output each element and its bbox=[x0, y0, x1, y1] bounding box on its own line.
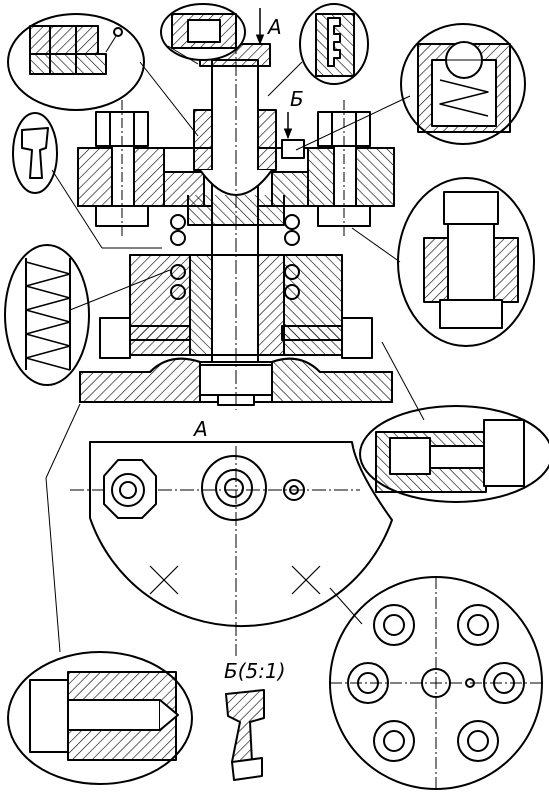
view-a bbox=[70, 441, 393, 656]
view-a-title: A bbox=[192, 417, 208, 441]
detail-bubble-wedge bbox=[12, 112, 58, 194]
flange-bolt-heads bbox=[347, 604, 525, 762]
detail-bubble-bolt bbox=[359, 405, 549, 503]
detail-bubble-spring-ball bbox=[400, 23, 526, 145]
detail-bubble-top-center bbox=[160, 3, 246, 61]
leader-lines bbox=[45, 45, 425, 653]
detail-bubble-nut bbox=[397, 177, 535, 347]
detail-b-title: Б(5:1) bbox=[224, 659, 286, 683]
detail-bubble-bottom-left bbox=[7, 651, 193, 785]
view-a-arrow-label: A bbox=[266, 15, 282, 39]
section-b-label: Б bbox=[290, 87, 304, 111]
detail-bubble-top-left bbox=[7, 13, 145, 111]
main-assembly-section bbox=[77, 40, 395, 410]
detail-b-scaled bbox=[225, 689, 265, 781]
detail-bubble-thread bbox=[299, 3, 369, 85]
detail-bubble-spring bbox=[4, 244, 90, 386]
detail-circle-flange-top bbox=[329, 576, 543, 790]
